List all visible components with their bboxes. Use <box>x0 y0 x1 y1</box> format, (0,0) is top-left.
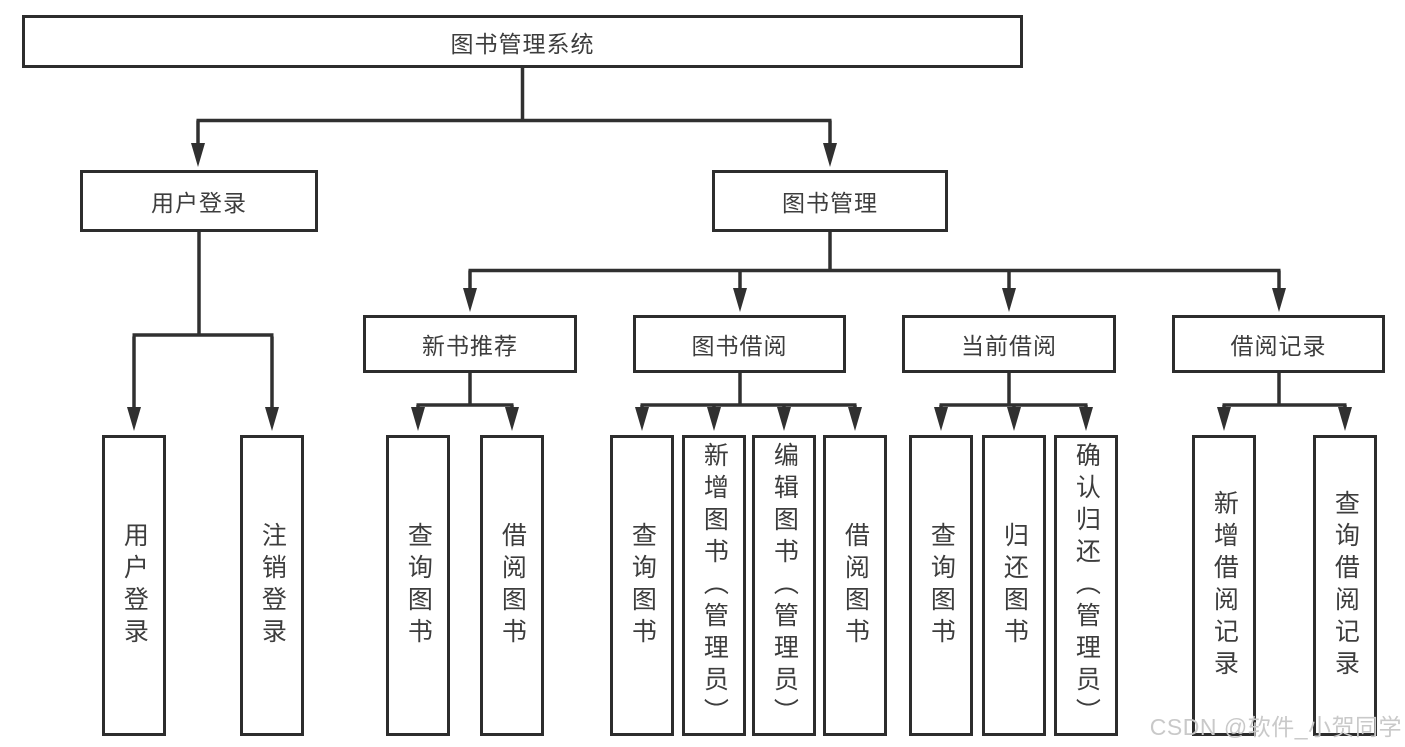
arrowhead <box>707 407 721 431</box>
leaf-logout-label: 注销登录 <box>258 521 287 650</box>
node-user-login: 用户登录 <box>80 170 318 232</box>
arrowhead <box>1272 288 1286 312</box>
arrowhead <box>934 407 948 431</box>
arrowhead <box>848 407 862 431</box>
arrowhead <box>777 407 791 431</box>
leaf-add-book-admin-label: 新增图书（管理员） <box>700 441 729 730</box>
node-new-book-recommend: 新书推荐 <box>363 315 577 373</box>
leaf-confirm-return-admin-label: 确认归还（管理员） <box>1072 441 1101 730</box>
leaf-current-query-book: 查询图书 <box>909 435 973 736</box>
leaf-recommend-query-book-label: 查询图书 <box>404 521 433 650</box>
arrowhead <box>1007 407 1021 431</box>
leaf-user-login-label: 用户登录 <box>120 521 149 650</box>
node-book-management-label: 图书管理 <box>782 190 878 216</box>
arrowhead <box>463 288 477 312</box>
leaf-confirm-return-admin: 确认归还（管理员） <box>1054 435 1118 736</box>
node-book-borrow: 图书借阅 <box>633 315 846 373</box>
leaf-edit-book-admin-label: 编辑图书（管理员） <box>770 441 799 730</box>
leaf-query-borrow-record: 查询借阅记录 <box>1313 435 1377 736</box>
leaf-logout: 注销登录 <box>240 435 304 736</box>
leaf-return-book-label: 归还图书 <box>1000 521 1029 650</box>
leaf-borrow-query-book-label: 查询图书 <box>628 521 657 650</box>
node-borrow-records-label: 借阅记录 <box>1230 333 1327 359</box>
arrowhead <box>505 407 519 431</box>
node-borrow-records: 借阅记录 <box>1172 315 1385 373</box>
node-book-borrow-label: 图书借阅 <box>691 333 788 359</box>
arrowhead <box>1217 407 1231 431</box>
leaf-add-book-admin: 新增图书（管理员） <box>682 435 746 736</box>
leaf-borrow-book: 借阅图书 <box>823 435 887 736</box>
arrowhead <box>1002 288 1016 312</box>
arrowhead <box>191 143 205 167</box>
arrowhead <box>1079 407 1093 431</box>
leaf-recommend-borrow-book-label: 借阅图书 <box>498 521 527 650</box>
arrowhead <box>411 407 425 431</box>
arrowhead <box>265 407 279 431</box>
arrowhead <box>823 143 837 167</box>
leaf-add-borrow-record-label: 新增借阅记录 <box>1210 489 1239 682</box>
node-current-borrow-label: 当前借阅 <box>961 333 1057 359</box>
leaf-recommend-borrow-book: 借阅图书 <box>480 435 544 736</box>
node-book-management: 图书管理 <box>712 170 948 232</box>
leaf-recommend-query-book: 查询图书 <box>386 435 450 736</box>
arrowhead <box>1338 407 1352 431</box>
node-new-book-recommend-label: 新书推荐 <box>422 333 518 359</box>
leaf-edit-book-admin: 编辑图书（管理员） <box>752 435 816 736</box>
leaf-user-login: 用户登录 <box>102 435 166 736</box>
leaf-return-book: 归还图书 <box>982 435 1046 736</box>
leaf-current-query-book-label: 查询图书 <box>927 521 956 650</box>
leaf-borrow-book-label: 借阅图书 <box>841 521 870 650</box>
node-root: 图书管理系统 <box>22 15 1023 68</box>
leaf-query-borrow-record-label: 查询借阅记录 <box>1331 489 1360 682</box>
arrowhead <box>127 407 141 431</box>
node-user-login-label: 用户登录 <box>151 190 247 216</box>
arrowhead <box>733 288 747 312</box>
leaf-add-borrow-record: 新增借阅记录 <box>1192 435 1256 736</box>
leaf-borrow-query-book: 查询图书 <box>610 435 674 736</box>
arrowhead <box>635 407 649 431</box>
node-current-borrow: 当前借阅 <box>902 315 1116 373</box>
node-root-label: 图书管理系统 <box>450 30 595 57</box>
